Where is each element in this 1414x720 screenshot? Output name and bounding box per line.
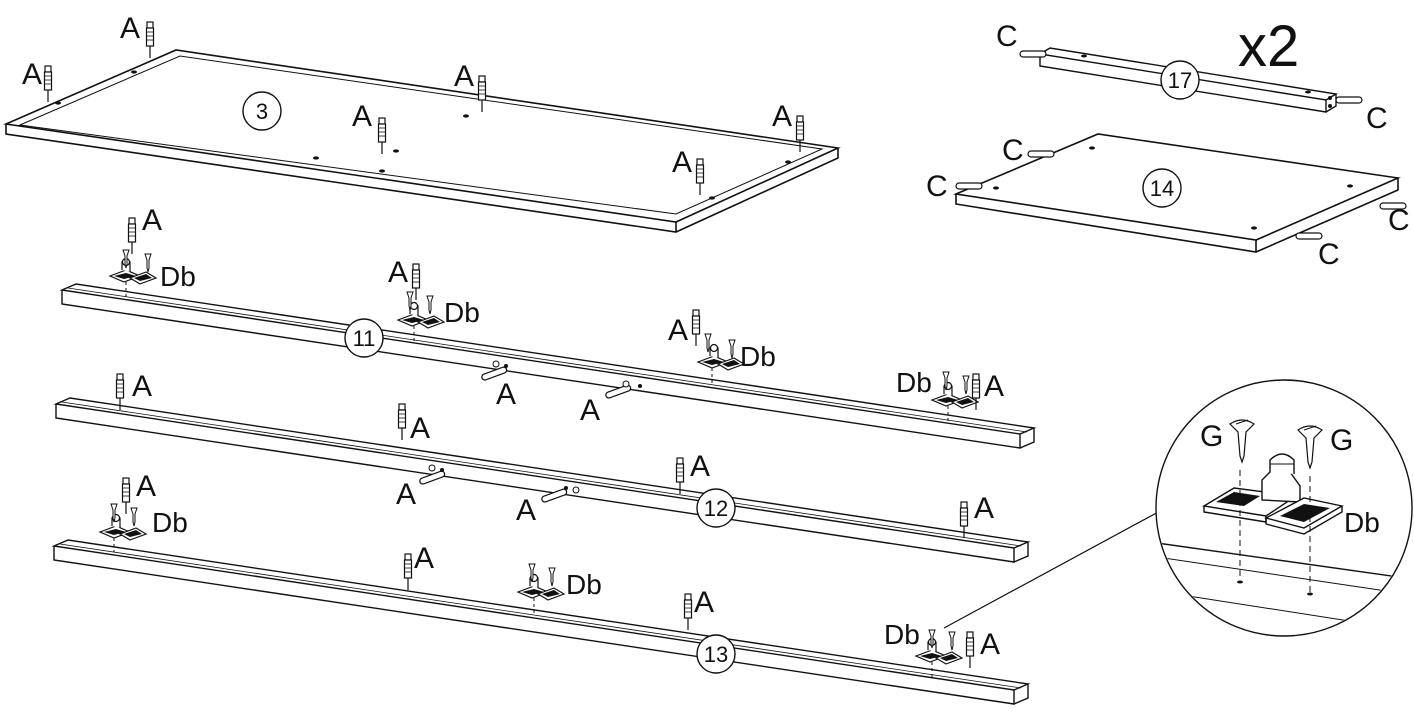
label-A: A	[772, 100, 792, 133]
label-A: A	[410, 412, 430, 445]
label-A: A	[132, 370, 152, 403]
label-A: A	[668, 314, 688, 347]
label-A: A	[396, 478, 416, 511]
label-Db: Db	[740, 341, 776, 372]
part-number-11: 11	[353, 326, 376, 351]
label-A: A	[672, 146, 692, 179]
label-A: A	[974, 492, 994, 525]
part-number-14: 14	[1150, 176, 1174, 201]
label-C: C	[926, 170, 948, 203]
label-A: A	[690, 450, 710, 483]
label-A: A	[120, 12, 140, 45]
side-panel-14: 14 C C C C	[926, 133, 1410, 271]
label-Db: Db	[896, 367, 932, 398]
label-C: C	[1002, 134, 1024, 167]
label-Db: Db	[884, 619, 920, 650]
rail-11: 11 A Db A Db A Db Db A A A	[59, 204, 1037, 449]
label-A: A	[414, 542, 434, 575]
label-A: A	[580, 394, 600, 427]
label-A: A	[22, 58, 42, 91]
label-A: A	[136, 470, 156, 503]
label-Db: Db	[152, 507, 188, 538]
label-C: C	[1318, 238, 1340, 271]
label-Db: Db	[566, 569, 602, 600]
panel-3: 3 A A A A A A	[3, 12, 841, 233]
screw-icon	[1229, 419, 1323, 470]
part-number-13: 13	[704, 642, 728, 667]
label-A: A	[980, 628, 1000, 661]
label-A: A	[352, 100, 372, 133]
part-number-12: 12	[704, 496, 728, 521]
cross-bar-17: 17 C C x2	[996, 14, 1388, 135]
part-number-17: 17	[1168, 68, 1192, 93]
label-A: A	[694, 586, 714, 619]
label-A: A	[454, 60, 474, 93]
label-Db: Db	[444, 297, 480, 328]
part-number-circle	[242, 91, 282, 131]
label-Db: Db	[160, 261, 196, 292]
label-A: A	[516, 494, 536, 527]
rail-13: 13 A Db A Db A Db A	[51, 470, 1031, 705]
label-A: A	[142, 204, 162, 237]
label-C: C	[996, 20, 1018, 53]
label-C: C	[1366, 102, 1388, 135]
part-number-3: 3	[256, 99, 268, 124]
quantity-label: x2	[1238, 14, 1299, 79]
label-A: A	[496, 378, 516, 411]
label-G: G	[1330, 424, 1353, 457]
label-G: G	[1200, 420, 1223, 453]
label-A: A	[388, 256, 408, 289]
label-C: C	[1388, 204, 1410, 237]
rail-12: 12 A A A A A A	[53, 370, 1031, 563]
label-Db: Db	[1344, 507, 1380, 538]
detail-callout: G G Db	[943, 379, 1413, 637]
label-A: A	[984, 370, 1004, 403]
